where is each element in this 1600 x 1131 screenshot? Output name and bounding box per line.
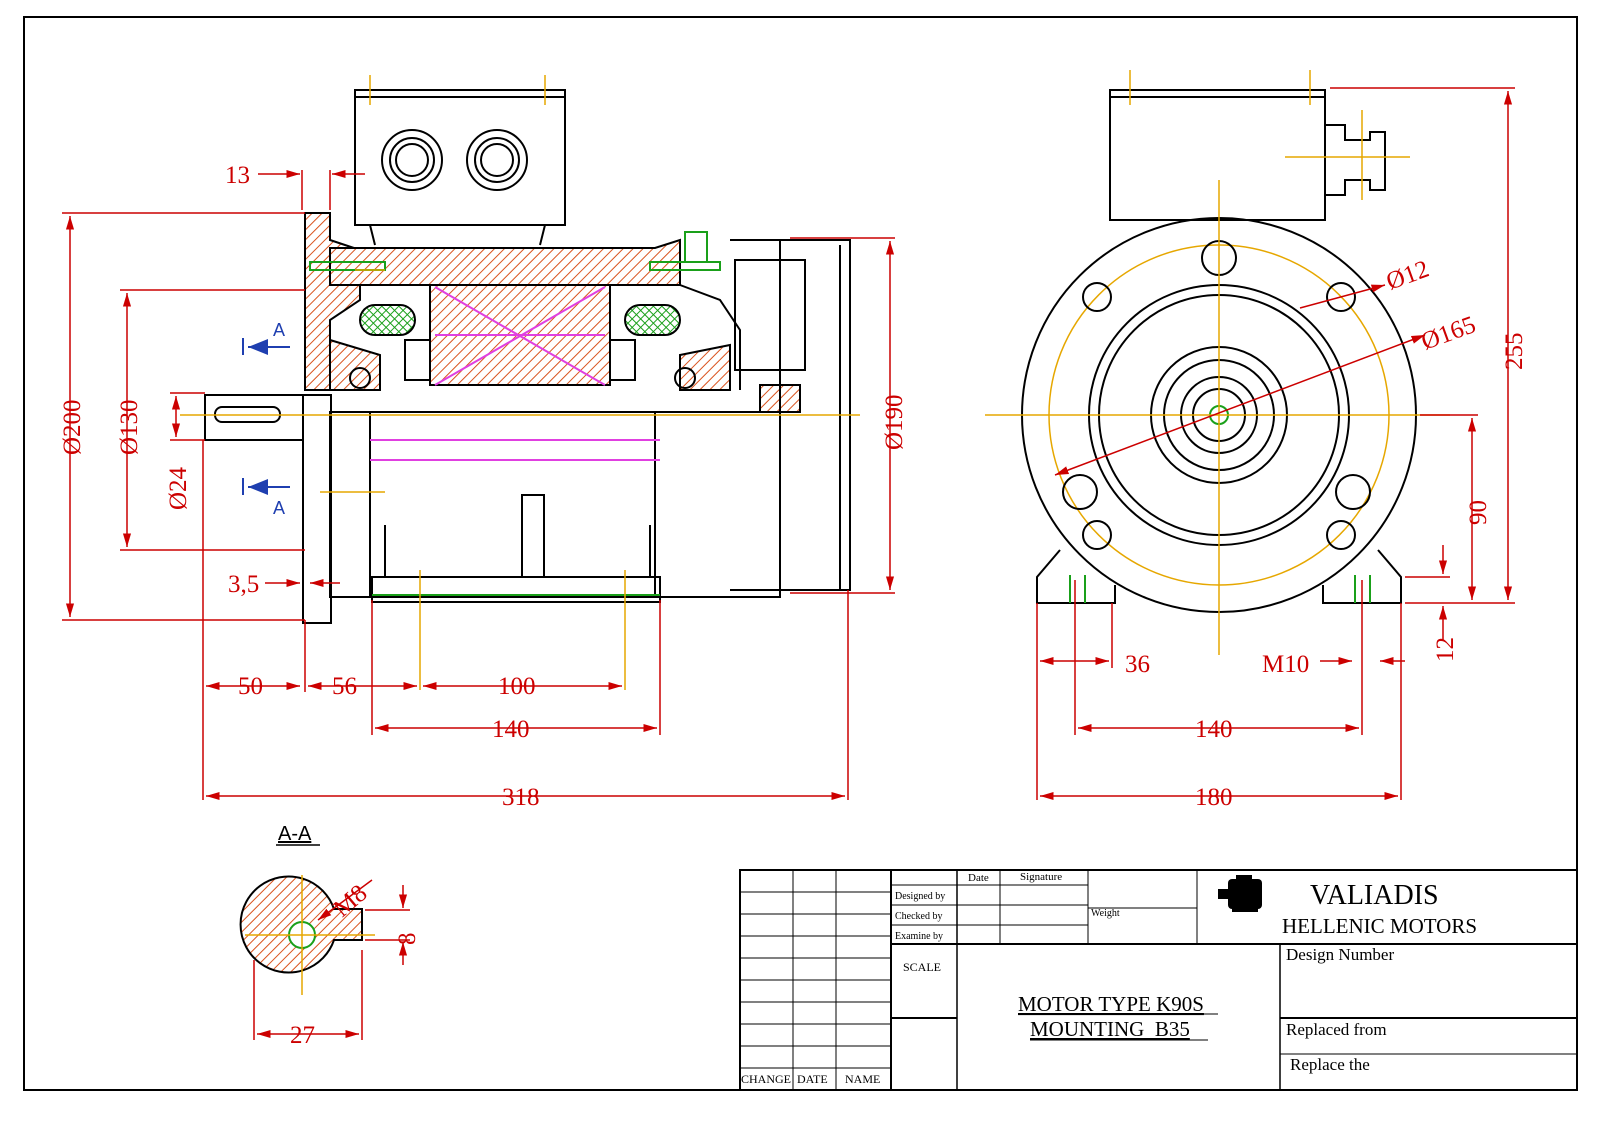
section-markers — [242, 338, 290, 495]
front-dimension-lines — [1036, 87, 1515, 801]
replaced-from-label: Replaced from — [1286, 1020, 1387, 1039]
end-winding-left — [359, 304, 416, 336]
dim-overall-height: 255 — [1501, 333, 1528, 371]
dim-foot-total-width: 180 — [1195, 784, 1233, 811]
company-name: VALIADIS — [1310, 880, 1439, 911]
motor-type-title: MOTOR TYPE K90S — [1018, 992, 1204, 1016]
dim-foot-length: 140 — [492, 716, 530, 743]
stator-winding — [434, 286, 606, 386]
dim-shaft-diameter: Ø24 — [165, 466, 192, 510]
checked-by-label: Checked by — [895, 911, 943, 922]
weight-label: Weight — [1091, 908, 1120, 919]
section-title: A-A — [278, 823, 312, 845]
motor-body-lower — [329, 411, 781, 598]
col-change-label: CHANGE — [741, 1072, 791, 1086]
designed-by-label: Designed by — [895, 891, 945, 902]
dim-overall-diameter: Ø190 — [881, 394, 908, 450]
examine-by-label: Examine by — [895, 931, 943, 942]
dim-foot-to-flange: 56 — [332, 673, 357, 700]
title-block — [739, 869, 1578, 1091]
dim-foot-width: 36 — [1125, 651, 1150, 678]
scale-label: SCALE — [903, 960, 941, 974]
col-name-label: NAME — [845, 1072, 880, 1086]
terminal-box — [354, 89, 566, 226]
bolt-hole-ur — [1326, 282, 1356, 312]
dim-flange-diameter: Ø200 — [59, 399, 86, 455]
foot-left — [1036, 549, 1116, 604]
dim-spigot-diameter: Ø130 — [116, 399, 143, 455]
dim-spigot-height: 3,5 — [228, 571, 259, 598]
col-date-label: DATE — [797, 1072, 828, 1086]
bolt-hole-lr — [1335, 474, 1371, 510]
bolt-hole-ul — [1082, 282, 1112, 312]
side-dimension-lines — [62, 169, 895, 801]
bearing-drive — [349, 367, 371, 389]
dim-flange-thickness: 13 — [225, 162, 250, 189]
dim-foot-spacing: 140 — [1195, 716, 1233, 743]
dim-shaft-length: 50 — [238, 673, 263, 700]
shaft — [204, 394, 304, 441]
section-marker-top: A — [273, 320, 285, 340]
section-a-a: A-A M8 8 27 — [239, 823, 421, 1049]
section-marker-bottom: A — [273, 498, 285, 518]
flange-plate — [302, 394, 332, 624]
dim-overall-length: 318 — [502, 784, 540, 811]
bolt-hole-ll — [1062, 474, 1098, 510]
mounting-title: MOUNTING B35 — [1030, 1017, 1190, 1041]
dim-pcd: Ø165 — [1418, 311, 1479, 355]
dim-bolt-spacing: 100 — [498, 673, 536, 700]
dim-foot-height: 12 — [1432, 637, 1459, 662]
dim-key-width: 8 — [394, 933, 421, 946]
side-centerlines — [180, 75, 860, 690]
foot — [371, 576, 661, 603]
date-header: Date — [968, 872, 989, 884]
signature-header: Signature — [1020, 871, 1062, 883]
cable-gland-side — [1325, 124, 1386, 196]
design-number-label: Design Number — [1286, 945, 1394, 964]
dim-shaft-height: 90 — [1465, 500, 1492, 525]
dim-shaft-key-depth: 27 — [290, 1022, 315, 1049]
cable-gland-left — [381, 129, 443, 191]
end-winding-right — [624, 304, 681, 336]
bearing-non-drive — [674, 367, 696, 389]
company-logo — [1218, 875, 1262, 912]
company-subtitle: HELLENIC MOTORS — [1282, 914, 1477, 938]
dim-foot-thread: M10 — [1262, 651, 1309, 678]
replace-the-label: Replace the — [1290, 1055, 1370, 1074]
cable-gland-right — [466, 129, 528, 191]
side-view — [204, 89, 851, 624]
terminal-box-front — [1109, 89, 1326, 221]
dim-hole-diameter: Ø12 — [1383, 256, 1433, 296]
